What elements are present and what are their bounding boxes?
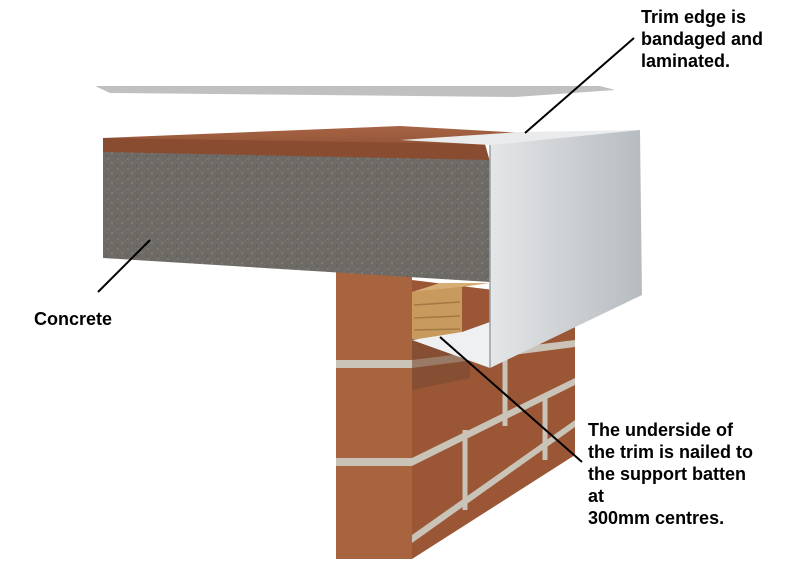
- leader-line-concrete: [97, 239, 151, 293]
- leader-line-trim-edge: [524, 37, 635, 134]
- underside-label: The underside of the trim is nailed to t…: [588, 420, 754, 528]
- batten-front: [412, 287, 462, 339]
- leader-line-underside: [439, 336, 583, 463]
- batten-top: [412, 283, 490, 292]
- brick-wall-front: [336, 272, 412, 559]
- mortar-course: [336, 458, 412, 466]
- mortar-course: [412, 420, 575, 543]
- batten-grain: [413, 315, 461, 319]
- support-batten: [412, 283, 490, 339]
- edge-trim: [400, 130, 642, 368]
- mortar-course: [412, 378, 575, 466]
- batten-grain: [413, 301, 461, 306]
- trim-face: [490, 130, 642, 368]
- mortar-course: [336, 360, 412, 368]
- batten-grain: [413, 328, 461, 331]
- concrete-slab: [103, 152, 490, 282]
- trim-underside: [412, 322, 490, 368]
- trim-edge-label: Trim edge is bandaged and laminated.: [641, 7, 764, 71]
- concrete-label: Concrete: [34, 309, 113, 329]
- trim-top: [400, 130, 640, 145]
- ground-shadow: [95, 86, 615, 97]
